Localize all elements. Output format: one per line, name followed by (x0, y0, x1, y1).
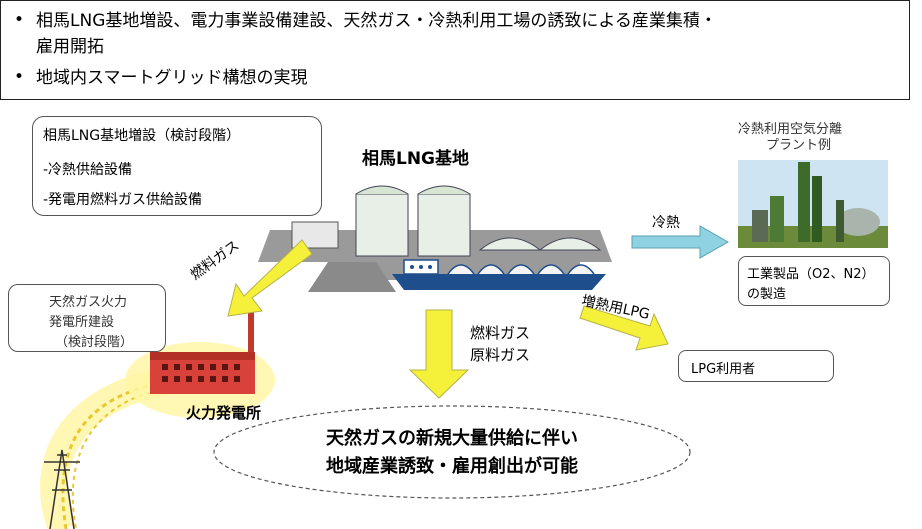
expansion-item: -発電用燃料ガス供給設備 (43, 192, 203, 208)
lng-base-title: 相馬LNG基地 (362, 149, 470, 169)
cold-heat-arrow (631, 225, 730, 259)
summary-line-1: 天然ガスの新規大量供給に伴い (326, 428, 578, 449)
bullet-1-line-1: 相馬LNG基地増設、電力事業設備建設、天然ガス・冷熱利用工場の誘致による産業集積… (36, 11, 717, 31)
summary-line-2: 地域産業誘致・雇用創出が可能 (326, 456, 578, 477)
expansion-item: -冷熱供給設備 (43, 162, 133, 178)
lpg-user-box: LPG利用者 (678, 350, 834, 382)
lng-ship-icon (392, 259, 606, 290)
power-line (61, 380, 166, 529)
objectives-box: • 相馬LNG基地増設、電力事業設備建設、天然ガス・冷熱利用工場の誘致による産業… (0, 0, 910, 100)
lpg-arrow (579, 305, 669, 351)
cold-heat-label: 冷熱 (652, 215, 680, 231)
air-separation-plant-image (738, 160, 888, 248)
bullet-2-line-1: 地域内スマートグリッド構想の実現 (36, 68, 308, 88)
air-plant-caption-line-2: プラント例 (766, 138, 832, 153)
power-plant-box: 天然ガス火力 発電所建設 （検討段階） (8, 284, 166, 352)
thermal-plant-label: 火力発電所 (186, 404, 262, 422)
air-plant-caption-line-1: 冷熱利用空気分離 (738, 122, 843, 137)
raw-gas-down-label: 原料ガス (470, 346, 531, 364)
fuel-gas-down-arrow (408, 309, 470, 399)
transmission-tower-icon (44, 449, 80, 529)
bullet-glyph: • (14, 67, 25, 87)
bullet-1-line-2: 雇用開拓 (36, 37, 104, 57)
expansion-box: 相馬LNG基地増設（検討段階） -冷熱供給設備 -発電用燃料ガス供給設備 (32, 116, 322, 216)
power-plant-line-3: （検討段階） (55, 335, 134, 350)
industrial-line-1: 工業製品（O2、N2） (747, 267, 875, 282)
bullet-glyph: • (14, 10, 25, 30)
power-plant-icon (150, 312, 255, 394)
industrial-line-2: の製造 (747, 287, 787, 302)
fuel-gas-left-arrow (227, 239, 313, 317)
fuel-gas-down-label: 燃料ガス (470, 324, 531, 342)
power-plant-line-1: 天然ガス火力 (49, 295, 128, 310)
summary-ellipse (213, 405, 691, 499)
industrial-products-box: 工業製品（O2、N2） の製造 (738, 256, 890, 306)
power-plant-line-2: 発電所建設 (49, 315, 115, 330)
lpg-user-label: LPG利用者 (691, 362, 756, 377)
expansion-title: 相馬LNG基地増設（検討段階） (43, 128, 241, 144)
